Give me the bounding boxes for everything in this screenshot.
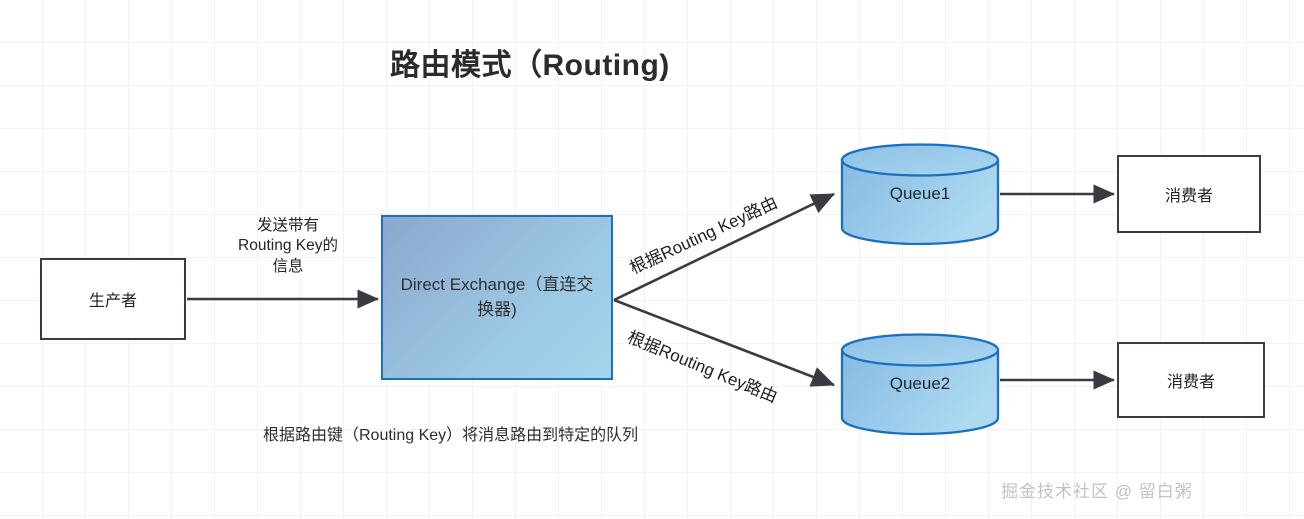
page-title: 路由模式（Routing) <box>390 49 670 82</box>
node-consumer-2[interactable]: 消费者 <box>1117 342 1265 418</box>
queue1-shape <box>840 143 1000 246</box>
node-consumer-1[interactable]: 消费者 <box>1117 155 1261 233</box>
diagram-caption: 根据路由键（Routing Key）将消息路由到特定的队列 <box>263 427 639 444</box>
arrow-exchange-to-queue2 <box>613 298 835 387</box>
edge-label-producer-to-exchange: 发送带有 Routing Key的 信息 <box>238 217 338 275</box>
node-producer-label: 生产者 <box>88 293 137 310</box>
arrow-exchange-to-queue1 <box>613 192 835 302</box>
node-queue2[interactable]: Queue2 <box>840 333 1000 436</box>
node-direct-exchange-label: Direct Exchange（直连交换器) <box>400 274 594 319</box>
queue2-shape <box>840 333 1000 436</box>
watermark: 掘金技术社区 @ 留白粥 <box>1001 482 1193 501</box>
node-queue1[interactable]: Queue1 <box>840 143 1000 246</box>
node-producer[interactable]: 生产者 <box>40 258 186 340</box>
node-direct-exchange[interactable]: Direct Exchange（直连交换器) <box>381 215 613 380</box>
node-consumer-1-label: 消费者 <box>1164 188 1213 205</box>
node-consumer-2-label: 消费者 <box>1166 374 1215 391</box>
